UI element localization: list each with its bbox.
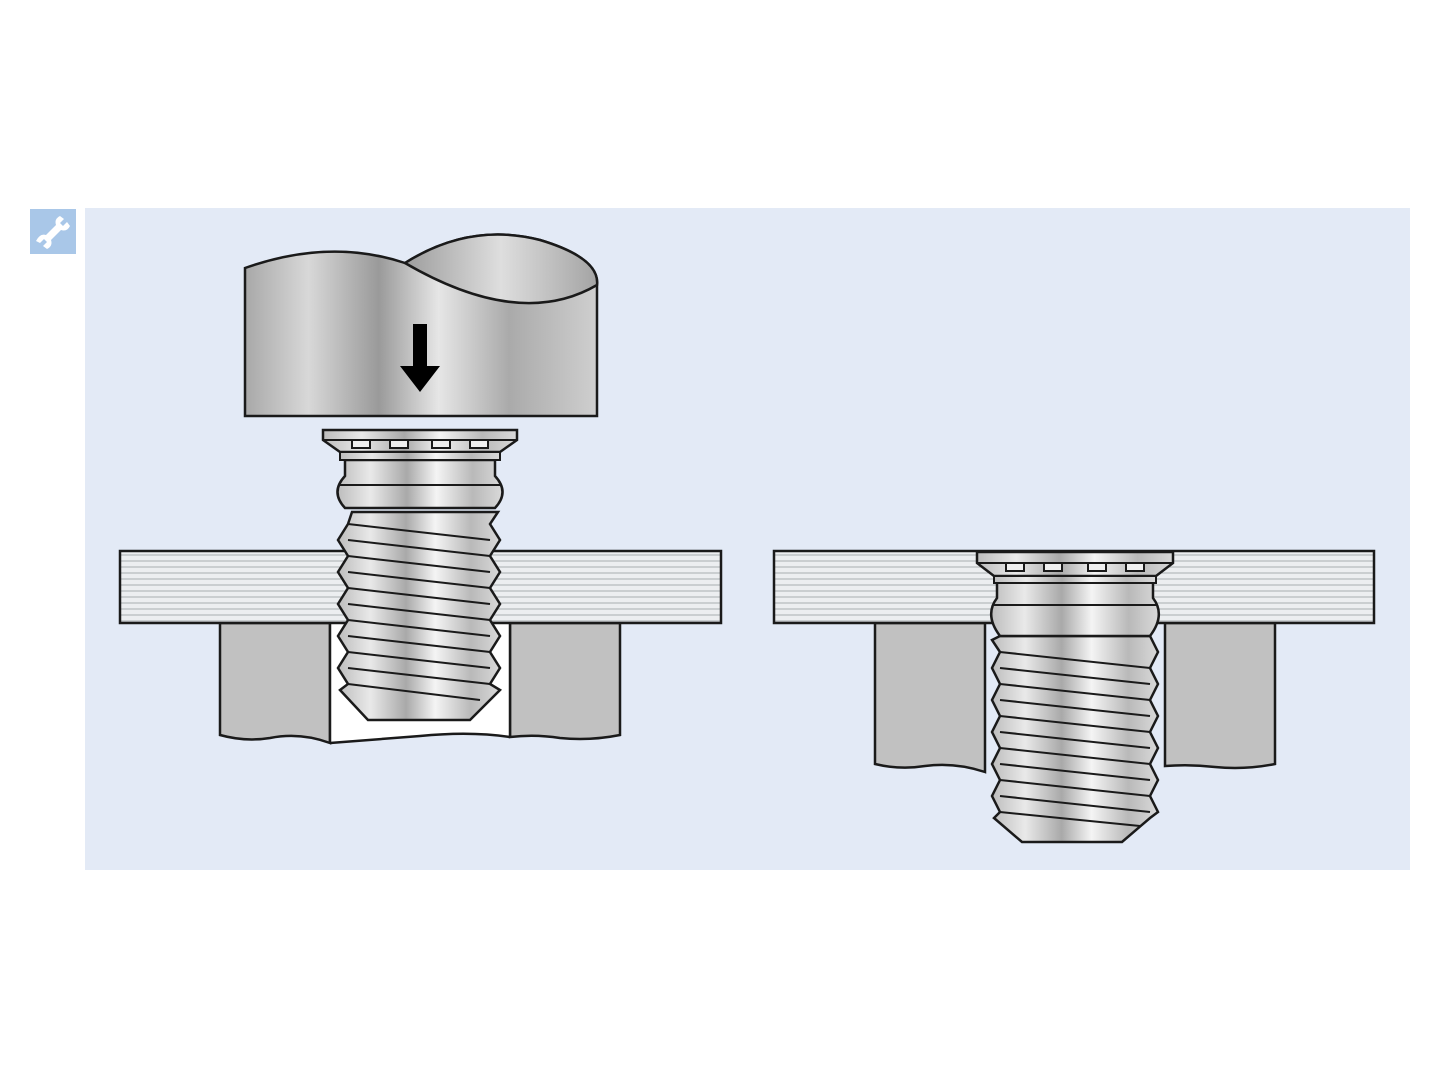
wrench-logo-icon: [30, 209, 76, 254]
support-block-after-left: [873, 621, 987, 774]
stud-installed: [975, 550, 1175, 844]
support-block-after-right: [1163, 621, 1277, 770]
stud-collar-installed: [990, 580, 1160, 638]
support-block-right: [508, 621, 622, 741]
arrow-down-icon: [400, 324, 440, 392]
stud-before: [321, 428, 519, 722]
punch-top-face: [402, 233, 599, 305]
support-block-left: [218, 621, 332, 745]
panel-after: [772, 549, 1376, 844]
stud-thread-before: [336, 510, 503, 722]
press-punch: [243, 233, 599, 418]
panel-before: [118, 233, 723, 745]
